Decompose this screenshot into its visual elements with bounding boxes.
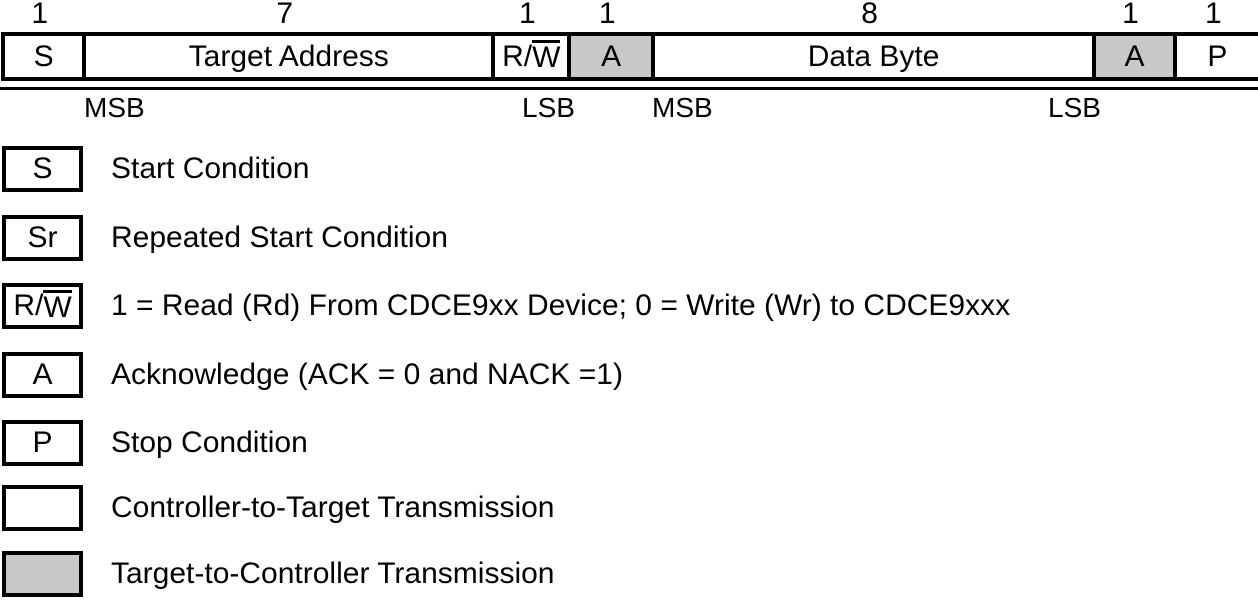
legend-row-acknowledge: A Acknowledge (ACK = 0 and NACK =1) <box>2 352 623 398</box>
legend-row-stop: P Stop Condition <box>2 420 308 466</box>
legend-key: S <box>32 152 53 185</box>
bit-count-read-write: 1 <box>518 0 536 30</box>
legend-description: 1 = Read (Rd) From CDCE9xx Device; 0 = W… <box>111 289 1011 322</box>
legend-description: Stop Condition <box>111 426 308 459</box>
legend-key-box-acknowledge: A <box>2 352 83 398</box>
frame-cell-data-byte: Data Byte <box>650 36 1093 77</box>
bit-count-stop: 1 <box>1204 0 1222 30</box>
frame-underline <box>0 87 1258 90</box>
legend-key: Sr <box>27 221 58 254</box>
bit-count-start: 1 <box>31 0 49 30</box>
frame-cell-label: A <box>1124 39 1145 73</box>
legend-key-box-repeated-start: Sr <box>2 215 83 261</box>
msb-label-data: MSB <box>652 92 713 123</box>
lsb-label-address: LSB <box>522 92 575 123</box>
msb-label-address: MSB <box>84 92 145 123</box>
legend-key-box-read-write: R/W <box>2 283 83 329</box>
bit-count-target-address: 7 <box>276 0 294 30</box>
frame-cell-label: Data Byte <box>807 39 940 73</box>
frame-cell-stop: P <box>1172 36 1258 77</box>
frame-cell-label: A <box>601 39 622 73</box>
frame-cell-ack-1: A <box>567 36 651 77</box>
frame-cell-ack-2: A <box>1092 36 1173 77</box>
frame-cell-read-write: R/W <box>491 36 568 77</box>
frame-cell-label-overline: W <box>532 40 561 74</box>
legend-row-repeated-start: Sr Repeated Start Condition <box>2 215 448 261</box>
legend-description: Controller-to-Target Transmission <box>111 491 555 524</box>
legend-key-overline: W <box>43 289 72 324</box>
lsb-label-data: LSB <box>1048 92 1101 123</box>
frame-cell-start: S <box>5 36 83 77</box>
legend-key: P <box>32 426 53 459</box>
bit-count-ack-1: 1 <box>598 0 616 30</box>
legend-row-start: S Start Condition <box>2 146 309 192</box>
legend-row-target-to-controller: Target-to-Controller Transmission <box>2 551 554 597</box>
legend-row-read-write: R/W 1 = Read (Rd) From CDCE9xx Device; 0… <box>2 283 1010 329</box>
legend-description: Acknowledge (ACK = 0 and NACK =1) <box>111 358 623 391</box>
frame-cell-target-address: Target Address <box>82 36 492 77</box>
legend-key-box-start: S <box>2 146 83 192</box>
frame-cell-label: S <box>33 39 54 73</box>
bit-count-row: 1 7 1 1 8 1 1 <box>1 0 1254 31</box>
legend-key: R/ <box>13 289 44 322</box>
legend-swatch-controller-to-target <box>2 485 83 531</box>
frame-cell-label: P <box>1207 39 1228 73</box>
legend-key: A <box>32 358 53 391</box>
protocol-frame: S Target Address R/W A Data Byte A P <box>1 32 1258 81</box>
legend-row-controller-to-target: Controller-to-Target Transmission <box>2 485 554 531</box>
legend-key-box-stop: P <box>2 420 83 466</box>
frame-cell-label: Target Address <box>188 39 389 73</box>
legend-description: Target-to-Controller Transmission <box>111 557 555 590</box>
bit-count-data-byte: 8 <box>861 0 878 30</box>
legend-description: Repeated Start Condition <box>111 221 448 254</box>
legend-swatch-target-to-controller <box>2 551 83 597</box>
legend-description: Start Condition <box>111 152 310 185</box>
bit-count-ack-2: 1 <box>1122 0 1139 30</box>
frame-cell-label: R/ <box>502 39 533 73</box>
